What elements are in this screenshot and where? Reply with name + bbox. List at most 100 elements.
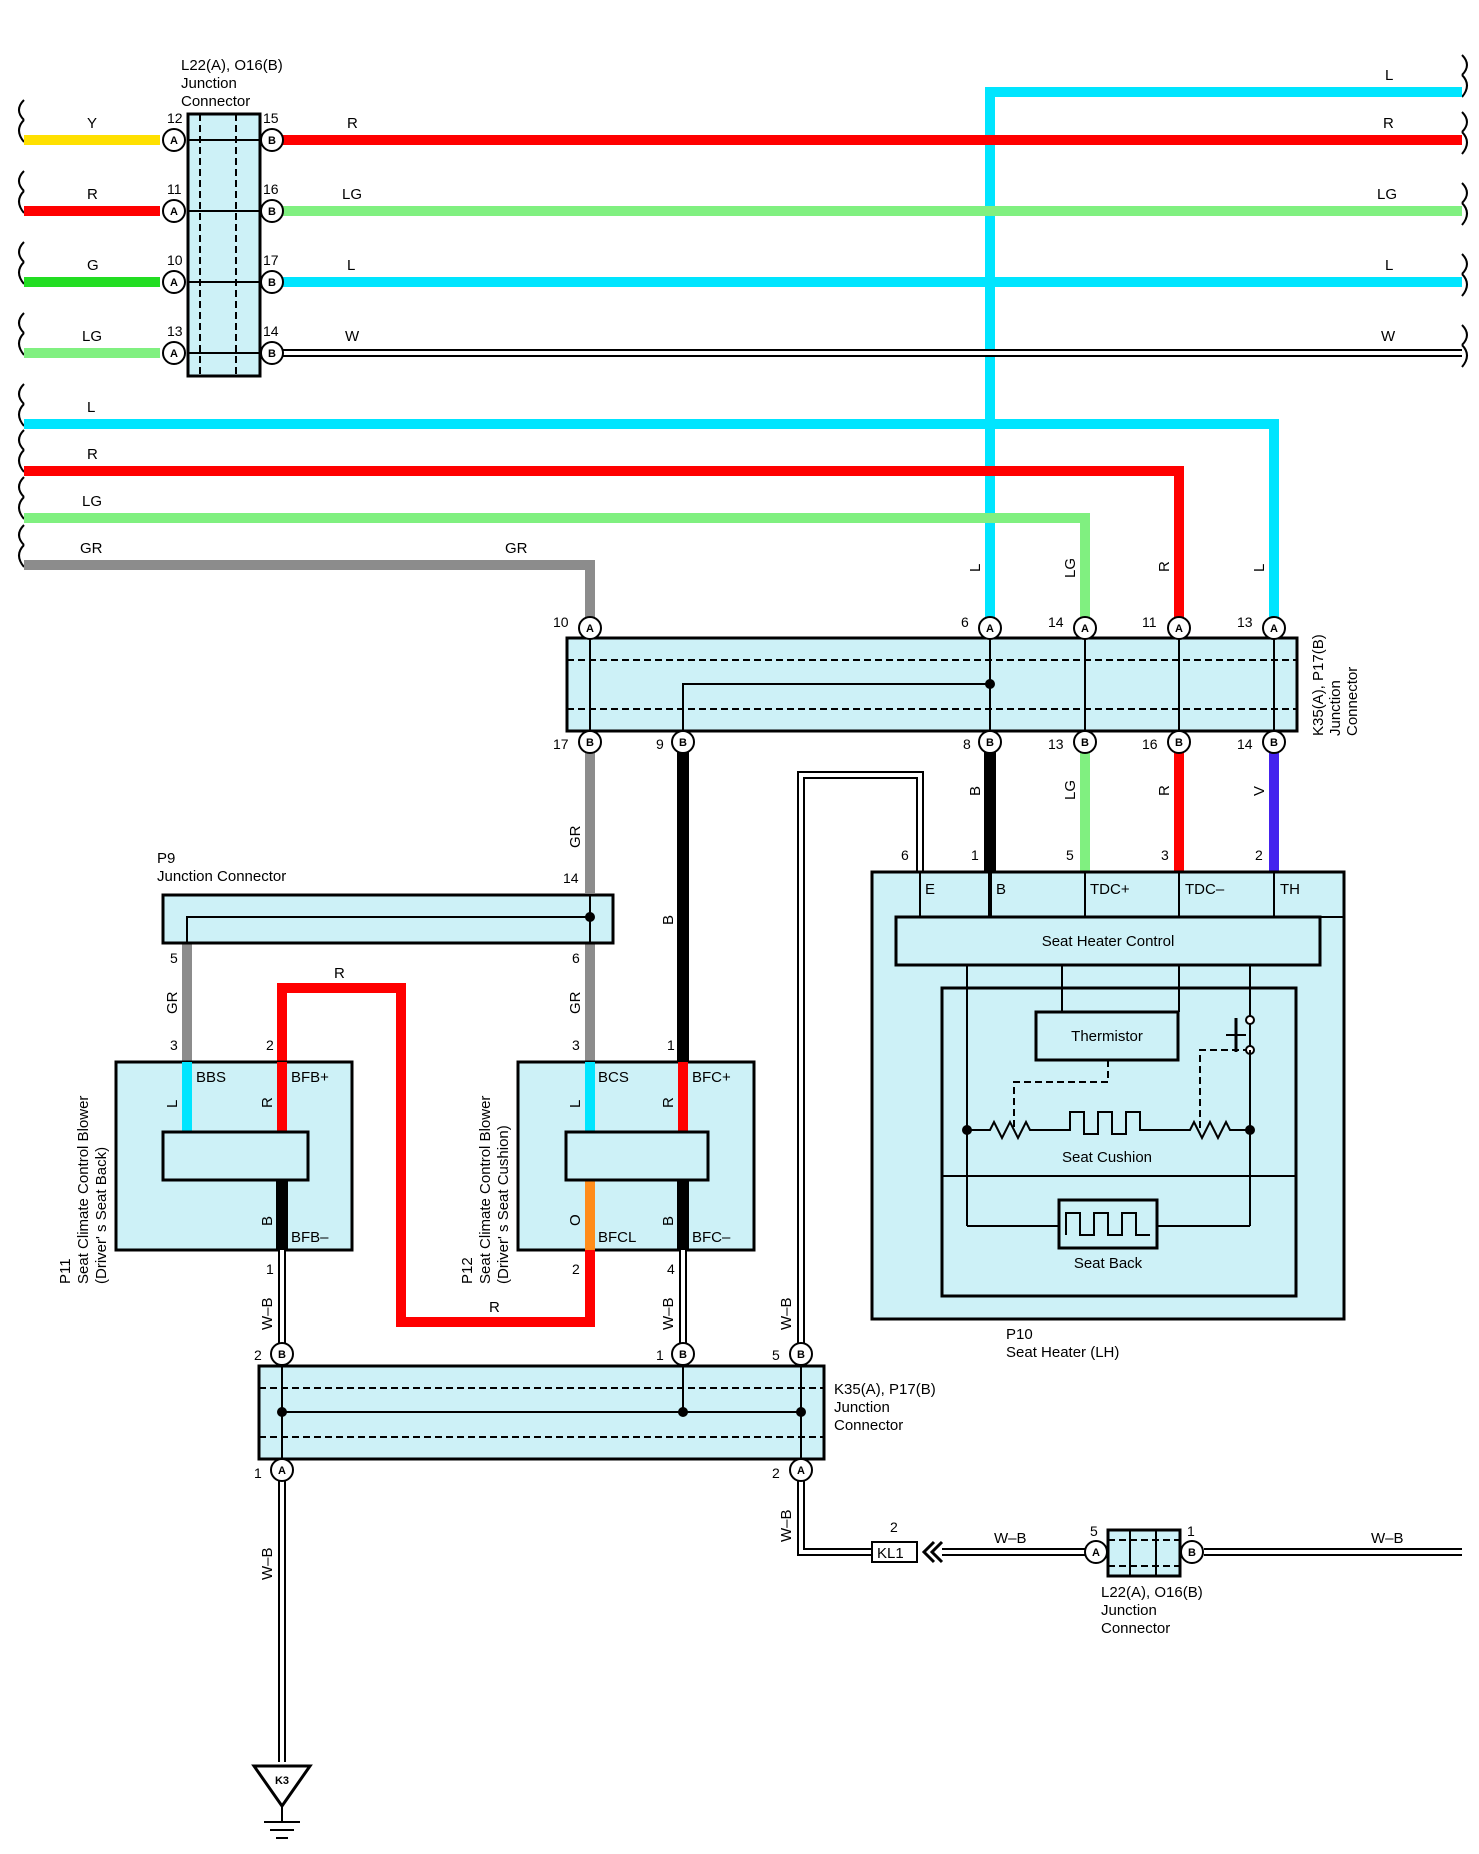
terminal-label: B xyxy=(996,881,1006,898)
pin-label: 14 xyxy=(1048,614,1064,630)
connector-pin: A xyxy=(270,1458,294,1482)
svg-text:A: A xyxy=(586,623,594,635)
wire-l-riser xyxy=(985,87,1462,628)
wire-label: W–B xyxy=(660,1297,677,1330)
svg-text:B: B xyxy=(1175,737,1183,749)
terminal-label: TDC– xyxy=(1185,881,1225,898)
wire-gr-middle xyxy=(24,560,595,628)
pin-label: 11 xyxy=(1142,614,1157,630)
pin-label: 5 xyxy=(772,1347,780,1363)
wire-label: B xyxy=(259,1216,276,1226)
connector-pin: B xyxy=(1073,730,1097,754)
svg-text:B: B xyxy=(679,737,687,749)
terminal-label: BFC+ xyxy=(692,1069,731,1086)
pin-label: 6 xyxy=(901,847,909,863)
pin-label: 14 xyxy=(1237,736,1253,752)
bottom-junction-line1: Junction xyxy=(1101,1602,1157,1619)
connector-pin: A xyxy=(978,616,1002,640)
wire-label: L xyxy=(1385,67,1393,84)
svg-text:A: A xyxy=(170,348,178,360)
wire-label: W xyxy=(345,328,360,345)
pin-label: 2 xyxy=(772,1465,780,1481)
p12-line1: Seat Climate Control Blower xyxy=(477,1096,494,1284)
svg-text:B: B xyxy=(268,206,276,218)
connector-pin: B xyxy=(260,128,284,152)
connector-pin: A xyxy=(162,128,186,152)
p9-name: Junction Connector xyxy=(157,868,286,885)
pin-label: 14 xyxy=(563,870,579,886)
terminal-label: TDC+ xyxy=(1090,881,1130,898)
pin-label: 8 xyxy=(963,736,971,752)
connector-pin: A xyxy=(162,199,186,223)
pin-label: 10 xyxy=(553,614,569,630)
p10-name: Seat Heater (LH) xyxy=(1006,1344,1119,1361)
svg-text:B: B xyxy=(268,348,276,360)
pin-label: 10 xyxy=(167,252,183,268)
p12-line2: (Driver' s Seat Cushion) xyxy=(495,1125,512,1284)
wire-label: R xyxy=(87,446,98,463)
wire-label: L xyxy=(567,1100,584,1108)
pin-label: 1 xyxy=(1187,1523,1195,1539)
svg-text:A: A xyxy=(170,206,178,218)
pin-label: 6 xyxy=(572,950,580,966)
bottom-junction-id: L22(A), O16(B) xyxy=(1101,1584,1203,1601)
k3-ground-symbol xyxy=(251,1764,313,1839)
pin-label: 1 xyxy=(656,1347,664,1363)
terminal-label: BFC– xyxy=(692,1229,731,1246)
wire-label: LG xyxy=(82,493,102,510)
wire-label: R xyxy=(87,186,98,203)
left-break-marks xyxy=(18,99,25,568)
svg-text:B: B xyxy=(679,1349,687,1361)
p9-id: P9 xyxy=(157,850,175,867)
p9-junction-connector xyxy=(161,893,615,945)
pin-label: 9 xyxy=(656,736,664,752)
wire-label: R xyxy=(1156,561,1173,572)
pin-label: 12 xyxy=(167,110,183,126)
kl1-connector xyxy=(871,1540,944,1564)
pin-label: 5 xyxy=(1066,847,1074,863)
pin-label: 14 xyxy=(263,323,279,339)
pin-label: 16 xyxy=(1142,736,1158,752)
connector-pin: B xyxy=(260,270,284,294)
wire-label: L xyxy=(347,257,355,274)
svg-text:A: A xyxy=(170,277,178,289)
svg-text:A: A xyxy=(1175,623,1183,635)
top-junction-line2: Connector xyxy=(181,93,250,110)
connector-pin: B xyxy=(789,1342,813,1366)
svg-text:A: A xyxy=(1081,623,1089,635)
pin-label: 11 xyxy=(167,181,182,197)
wire-label: LG xyxy=(1062,558,1079,578)
pin-label: 4 xyxy=(667,1261,675,1277)
wire-lg-middle xyxy=(24,513,1090,628)
wire-label: L xyxy=(1251,564,1268,572)
pin-label: 5 xyxy=(170,950,178,966)
seat-heater-control-label: Seat Heater Control xyxy=(1042,933,1175,950)
p11-line2: (Driver' s Seat Back) xyxy=(93,1147,110,1284)
p11-id: P11 xyxy=(57,1258,74,1284)
top-junction-id: L22(A), O16(B) xyxy=(181,57,283,74)
pin-label: 2 xyxy=(890,1519,898,1535)
wire-label: W–B xyxy=(259,1547,276,1580)
terminal-label: TH xyxy=(1280,881,1300,898)
svg-text:B: B xyxy=(586,737,594,749)
terminal-label: E xyxy=(925,881,935,898)
wire-label: W xyxy=(1381,328,1396,345)
connector-pin: B xyxy=(578,730,602,754)
wire-label: R xyxy=(259,1097,276,1108)
pin-label: 2 xyxy=(266,1037,274,1053)
p12-id: P12 xyxy=(459,1257,476,1284)
wire-label: W–B xyxy=(778,1509,795,1542)
top-junction-connector xyxy=(186,112,262,378)
p10-seat-heater xyxy=(870,870,1346,1321)
svg-text:A: A xyxy=(797,1465,805,1477)
kl1-label: KL1 xyxy=(877,1545,904,1562)
pin-label: 1 xyxy=(667,1037,675,1053)
connector-pin: B xyxy=(260,199,284,223)
connector-pin: A xyxy=(789,1458,813,1482)
k3-label: K3 xyxy=(275,1775,289,1787)
wire-label: G xyxy=(87,257,99,274)
svg-text:A: A xyxy=(986,623,994,635)
connector-pin: A xyxy=(1167,616,1191,640)
lower-junction-id: K35(A), P17(B) xyxy=(834,1381,936,1398)
